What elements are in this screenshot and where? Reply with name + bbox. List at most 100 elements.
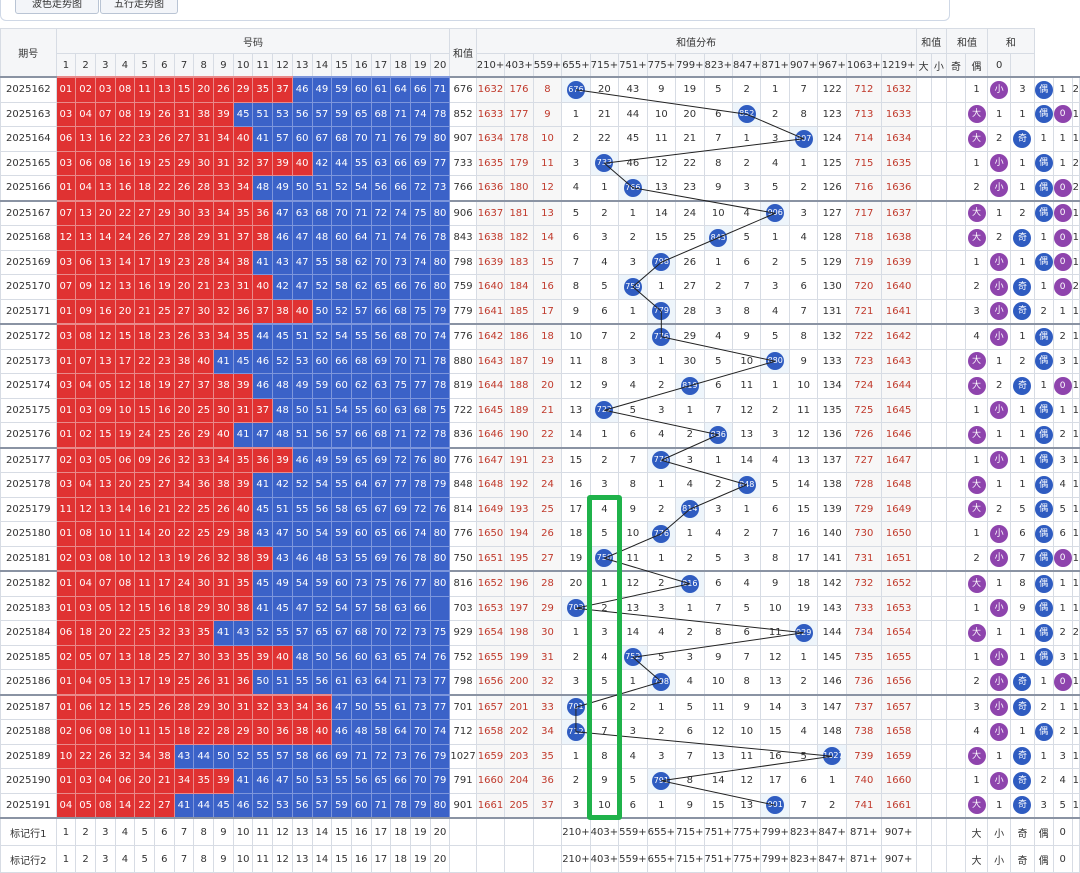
dist-cell: 1	[675, 397, 705, 423]
omission-cell: 189	[504, 397, 534, 423]
number-cell: 72	[409, 175, 431, 201]
marker-cell: 18	[390, 817, 411, 846]
number-cell: 01	[55, 175, 77, 201]
number-cell: 78	[429, 422, 451, 448]
extra-cell: 1	[1071, 225, 1080, 251]
sum-ball: 816	[680, 574, 699, 593]
number-cell: 80	[429, 521, 451, 547]
number-cell: 57	[350, 595, 372, 621]
extra-cell: 1	[1052, 126, 1073, 152]
size-cell: 小	[987, 669, 1012, 695]
number-cell: 46	[331, 719, 352, 745]
extra-cell: 2	[1052, 422, 1073, 448]
number-cell: 68	[350, 348, 372, 374]
number-cell: 43	[173, 743, 195, 769]
dist-cell: 12	[618, 570, 648, 597]
omission-cell: 1656	[475, 669, 506, 695]
sum-cell: 819	[449, 373, 477, 399]
dist-cell	[946, 298, 966, 325]
number-cell: 35	[232, 199, 254, 226]
number-cell: 05	[75, 792, 96, 819]
dist-cell: 14	[618, 620, 648, 646]
dist-cell: 6	[589, 693, 620, 720]
dist-cell: 124	[817, 126, 847, 152]
number-cell: 25	[173, 669, 195, 695]
dist-cell: 1636	[880, 175, 917, 201]
omission-cell: 179	[504, 150, 534, 176]
marker-cell: 19	[409, 817, 431, 846]
dist-cell: 138	[817, 472, 847, 498]
number-cell: 50	[291, 768, 313, 794]
dist-cell	[915, 150, 932, 176]
period-cell: 2025168	[0, 225, 57, 251]
number-cell: 46	[252, 768, 274, 794]
number-cell: 01	[55, 298, 77, 325]
number-cell: 36	[232, 669, 254, 695]
odd-even-ball: 偶	[1035, 574, 1053, 593]
number-cell: 38	[232, 545, 254, 572]
number-cell: 46	[232, 792, 254, 819]
dist-cell: 5	[788, 743, 819, 769]
number-cell: 03	[55, 101, 77, 127]
number-cell: 71	[429, 76, 451, 103]
dist-cell: 728	[845, 472, 882, 498]
dist-cell: 814	[675, 496, 705, 522]
omission-cell: 1652	[475, 570, 506, 597]
number-cell: 21	[154, 768, 175, 794]
dist-cell: 44	[618, 101, 648, 127]
number-cell: 54	[311, 521, 333, 547]
dist-cell: 3	[589, 620, 620, 646]
period-cell: 2025166	[0, 175, 57, 201]
dist-cell: 722	[589, 397, 620, 423]
number-cell: 27	[154, 792, 175, 819]
marker-cell: 4	[114, 845, 136, 873]
odd-even-cell: 2	[1010, 348, 1035, 374]
number-cell: 53	[272, 101, 293, 127]
period-cell: 2025174	[0, 373, 57, 399]
number-cell: 43	[252, 521, 274, 547]
omission-cell: 1634	[475, 126, 506, 152]
dist-col-header: 559+	[532, 53, 563, 78]
dist-cell: 6	[561, 225, 591, 251]
marker-cell	[532, 845, 563, 873]
extra-cell: 0	[1052, 274, 1073, 300]
sum-cell: 848	[449, 472, 477, 498]
dist-cell: 127	[817, 199, 847, 226]
number-cell: 56	[370, 323, 392, 350]
toolbar: 波色走势图 五行走势图	[0, 0, 1080, 28]
dist-cell: 2	[646, 570, 677, 597]
period-cell: 2025173	[0, 348, 57, 374]
number-cell: 56	[291, 101, 313, 127]
omission-cell: 1654	[475, 620, 506, 646]
dist-cell: 1648	[880, 472, 917, 498]
number-cell: 41	[252, 595, 274, 621]
dist-cell: 2	[561, 644, 591, 670]
dist-cell	[930, 768, 948, 794]
number-cell: 58	[331, 496, 352, 522]
dist-cell: 3	[589, 225, 620, 251]
size-cell: 小	[987, 768, 1012, 794]
number-cell: 51	[311, 175, 333, 201]
dist-cell: 135	[817, 397, 847, 423]
number-cell: 66	[370, 298, 392, 325]
number-cell: 67	[331, 620, 352, 646]
number-cell: 24	[173, 570, 195, 597]
size-cell: 1	[964, 521, 989, 547]
dist-cell: 2	[675, 545, 705, 572]
sum-cell: 676	[449, 76, 477, 103]
omission-cell: 186	[504, 323, 534, 350]
number-cell: 73	[409, 693, 431, 720]
number-cell: 69	[331, 743, 352, 769]
marker-cell	[915, 845, 932, 873]
wave-color-chart-button[interactable]: 波色走势图	[15, 0, 99, 14]
dist-cell	[915, 693, 932, 720]
number-cell: 49	[272, 175, 293, 201]
five-element-chart-button[interactable]: 五行走势图	[100, 0, 178, 14]
dist-cell	[946, 76, 966, 103]
number-cell: 55	[331, 768, 352, 794]
dist-cell: 836	[703, 422, 734, 448]
omission-cell: 1640	[475, 274, 506, 300]
omission-cell: 1657	[475, 693, 506, 720]
number-cell: 58	[331, 274, 352, 300]
